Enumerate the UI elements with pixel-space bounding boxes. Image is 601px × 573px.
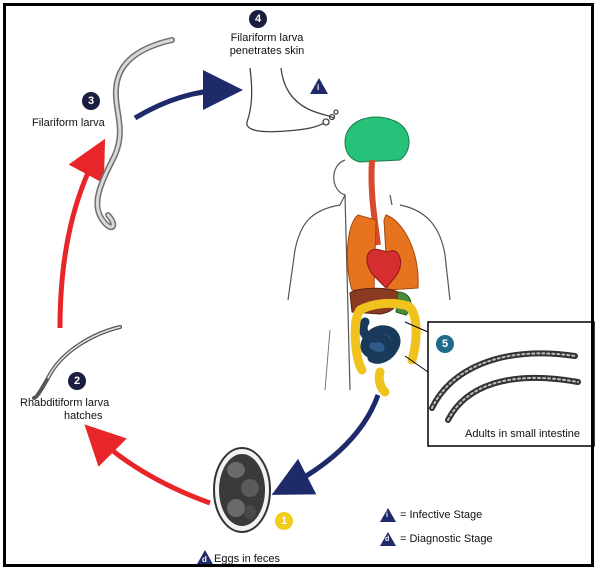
infective-stage-marker: i — [310, 78, 328, 94]
stage-4-label-line1: Filariform larva — [222, 32, 312, 45]
arrow-rhabditiform-to-filariform — [60, 152, 98, 328]
legend-diagnostic-label: = Diagnostic Stage — [400, 533, 493, 546]
small-intestine-icon — [363, 322, 396, 359]
filariform-larva-icon — [97, 40, 172, 227]
legend-infective-letter: i — [386, 512, 388, 519]
stage-badge-5: 5 — [436, 335, 454, 353]
stage-badge-3: 3 — [82, 92, 100, 110]
brain-icon — [345, 117, 409, 162]
stage-badge-2: 2 — [68, 372, 86, 390]
arrow-human-to-eggs — [285, 395, 378, 488]
stage-1-label: Eggs in feces — [214, 553, 280, 566]
stage-badge-4: 4 — [249, 10, 267, 28]
diagnostic-marker-letter: d — [202, 555, 207, 564]
stage-badge-1: 1 — [275, 512, 293, 530]
arrow-filariform-to-skin — [135, 90, 228, 118]
stage-4-label-line2: penetrates skin — [222, 45, 312, 58]
legend-diagnostic-letter: d — [385, 536, 389, 543]
stage-2-label-line1: Rhabditiform larva — [20, 397, 150, 410]
infective-marker-letter: i — [317, 83, 319, 92]
stage-2-label-line2: hatches — [20, 410, 150, 423]
diagnostic-stage-marker: d — [196, 550, 214, 566]
arrow-eggs-to-rhabditiform — [95, 435, 210, 503]
stage-3-label: Filariform larva — [32, 117, 105, 130]
legend-diagnostic-icon: d — [380, 532, 396, 546]
legend-infective-icon: i — [380, 508, 396, 522]
legend-infective-label: = Infective Stage — [400, 509, 482, 522]
stage-4-label: Filariform larva penetrates skin — [222, 32, 312, 58]
stage-2-label: Rhabditiform larva hatches — [20, 397, 150, 423]
human-body-icon — [288, 117, 450, 392]
egg-icon — [214, 448, 270, 532]
stage-5-label: Adults in small intestine — [465, 428, 580, 441]
legend: i = Infective Stage d = Diagnostic Stage — [380, 508, 580, 554]
